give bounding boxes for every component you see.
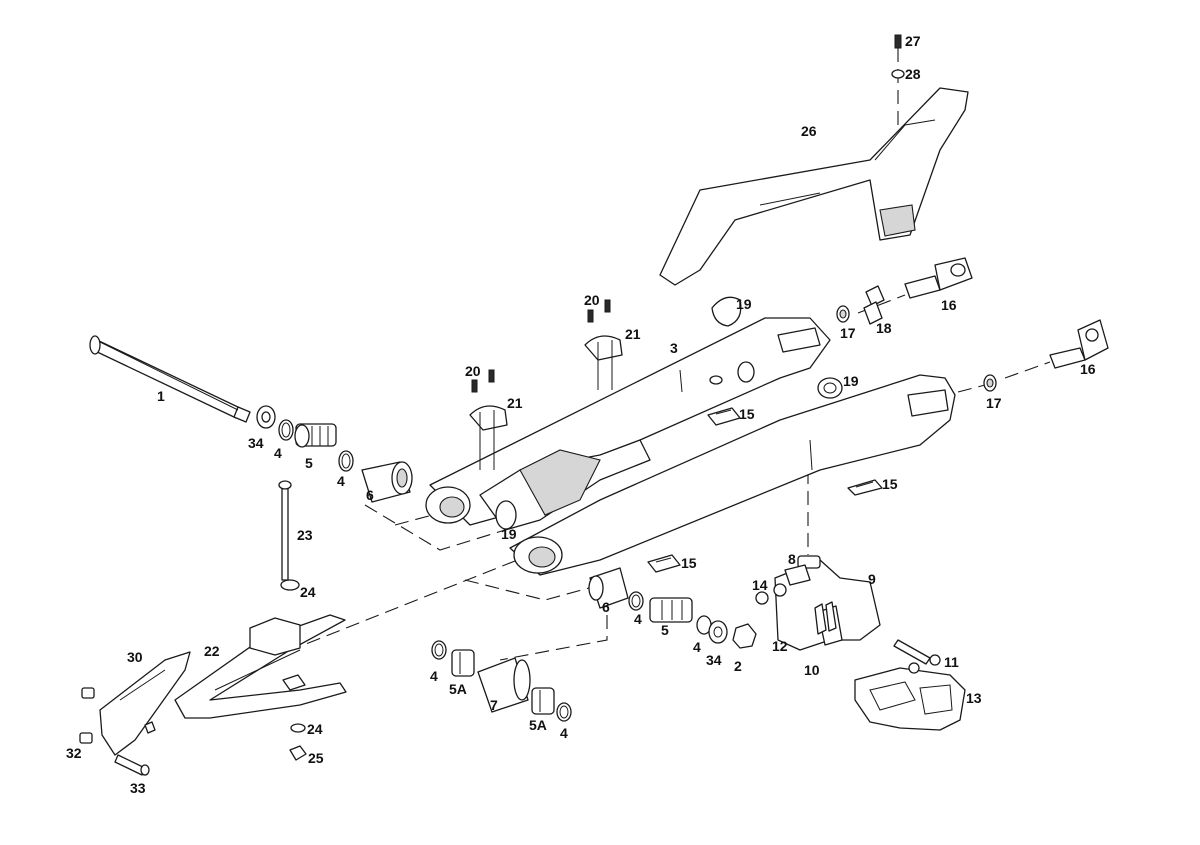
callout-7: 7 [490, 697, 498, 713]
chain-adjuster-16 [904, 257, 1109, 369]
callout-14: 14 [752, 577, 768, 593]
callout-34-a: 34 [248, 435, 264, 451]
callout-16-b: 16 [1080, 361, 1096, 377]
washer-24-nut-25 [289, 723, 307, 761]
callout-18: 18 [876, 320, 892, 336]
callout-2: 2 [734, 658, 742, 674]
callout-24-a: 24 [300, 584, 316, 600]
brake-caliper-13 [854, 639, 966, 731]
callout-labels: 1 2 3 4 4 4 4 4 4 5 5 5A 5A 6 6 7 8 9 10… [66, 33, 1096, 796]
callout-32: 32 [66, 745, 82, 761]
callout-15-c: 15 [681, 555, 697, 571]
callout-8: 8 [788, 551, 796, 567]
callout-4-c: 4 [634, 611, 642, 627]
callout-4-a: 4 [274, 445, 282, 461]
callout-9: 9 [868, 571, 876, 587]
swingarm [425, 317, 956, 576]
callout-17-b: 17 [986, 395, 1002, 411]
washer-34-left [256, 405, 276, 429]
bracket-30 [79, 651, 191, 776]
brake-caliper-bracket-9 [755, 555, 881, 651]
callout-21-a: 21 [625, 326, 641, 342]
nut-17-adjuster-18 [836, 285, 997, 392]
chain-guide-26 [659, 87, 969, 286]
screw-27-washer-28 [891, 34, 905, 79]
callout-4-d: 4 [693, 639, 701, 655]
seal-bearing-stack-left [278, 419, 354, 472]
chain-pad-15 [647, 407, 883, 573]
callout-5a-b: 5A [529, 717, 547, 733]
callout-21-b: 21 [507, 395, 523, 411]
callout-6-b: 6 [602, 599, 610, 615]
callout-3: 3 [670, 340, 678, 356]
callout-15-b: 15 [882, 476, 898, 492]
callout-23: 23 [297, 527, 313, 543]
callout-4-e: 4 [430, 668, 438, 684]
callout-30: 30 [127, 649, 143, 665]
callout-1: 1 [157, 388, 165, 404]
callout-26: 26 [801, 123, 817, 139]
callout-5a-a: 5A [449, 681, 467, 697]
callout-11: 11 [944, 654, 959, 670]
callout-5-a: 5 [305, 455, 313, 471]
callout-28: 28 [905, 66, 921, 82]
callout-19-b: 19 [843, 373, 859, 389]
seal-bearing-stack-lower [431, 640, 572, 722]
callout-15-a: 15 [739, 406, 755, 422]
callout-19-c: 19 [501, 526, 517, 542]
rubber-plug-19 [495, 296, 843, 530]
callout-13: 13 [966, 690, 982, 706]
callout-17-a: 17 [840, 325, 856, 341]
bushing-6-left [361, 461, 413, 503]
callout-20-b: 20 [465, 363, 481, 379]
callout-27: 27 [905, 33, 921, 49]
callout-22: 22 [204, 643, 220, 659]
callout-10: 10 [804, 662, 820, 678]
callout-12: 12 [772, 638, 788, 654]
assembly-leader-lines [189, 48, 1051, 691]
bolt-23 [278, 480, 300, 591]
callout-5-b: 5 [661, 622, 669, 638]
callout-16-a: 16 [941, 297, 957, 313]
screw-20-clip-21 [469, 299, 623, 470]
chain-slider-22 [174, 614, 347, 719]
callout-25: 25 [308, 750, 324, 766]
swingarm-axle [89, 335, 251, 423]
callout-4-f: 4 [560, 725, 568, 741]
callout-20-a: 20 [584, 292, 600, 308]
seal-bearing-stack-right [588, 567, 757, 649]
callout-6-a: 6 [366, 487, 374, 503]
callout-4-b: 4 [337, 473, 345, 489]
callout-34-b: 34 [706, 652, 722, 668]
callout-33: 33 [130, 780, 146, 796]
callout-24-b: 24 [307, 721, 323, 737]
callout-19-a: 19 [736, 296, 752, 312]
